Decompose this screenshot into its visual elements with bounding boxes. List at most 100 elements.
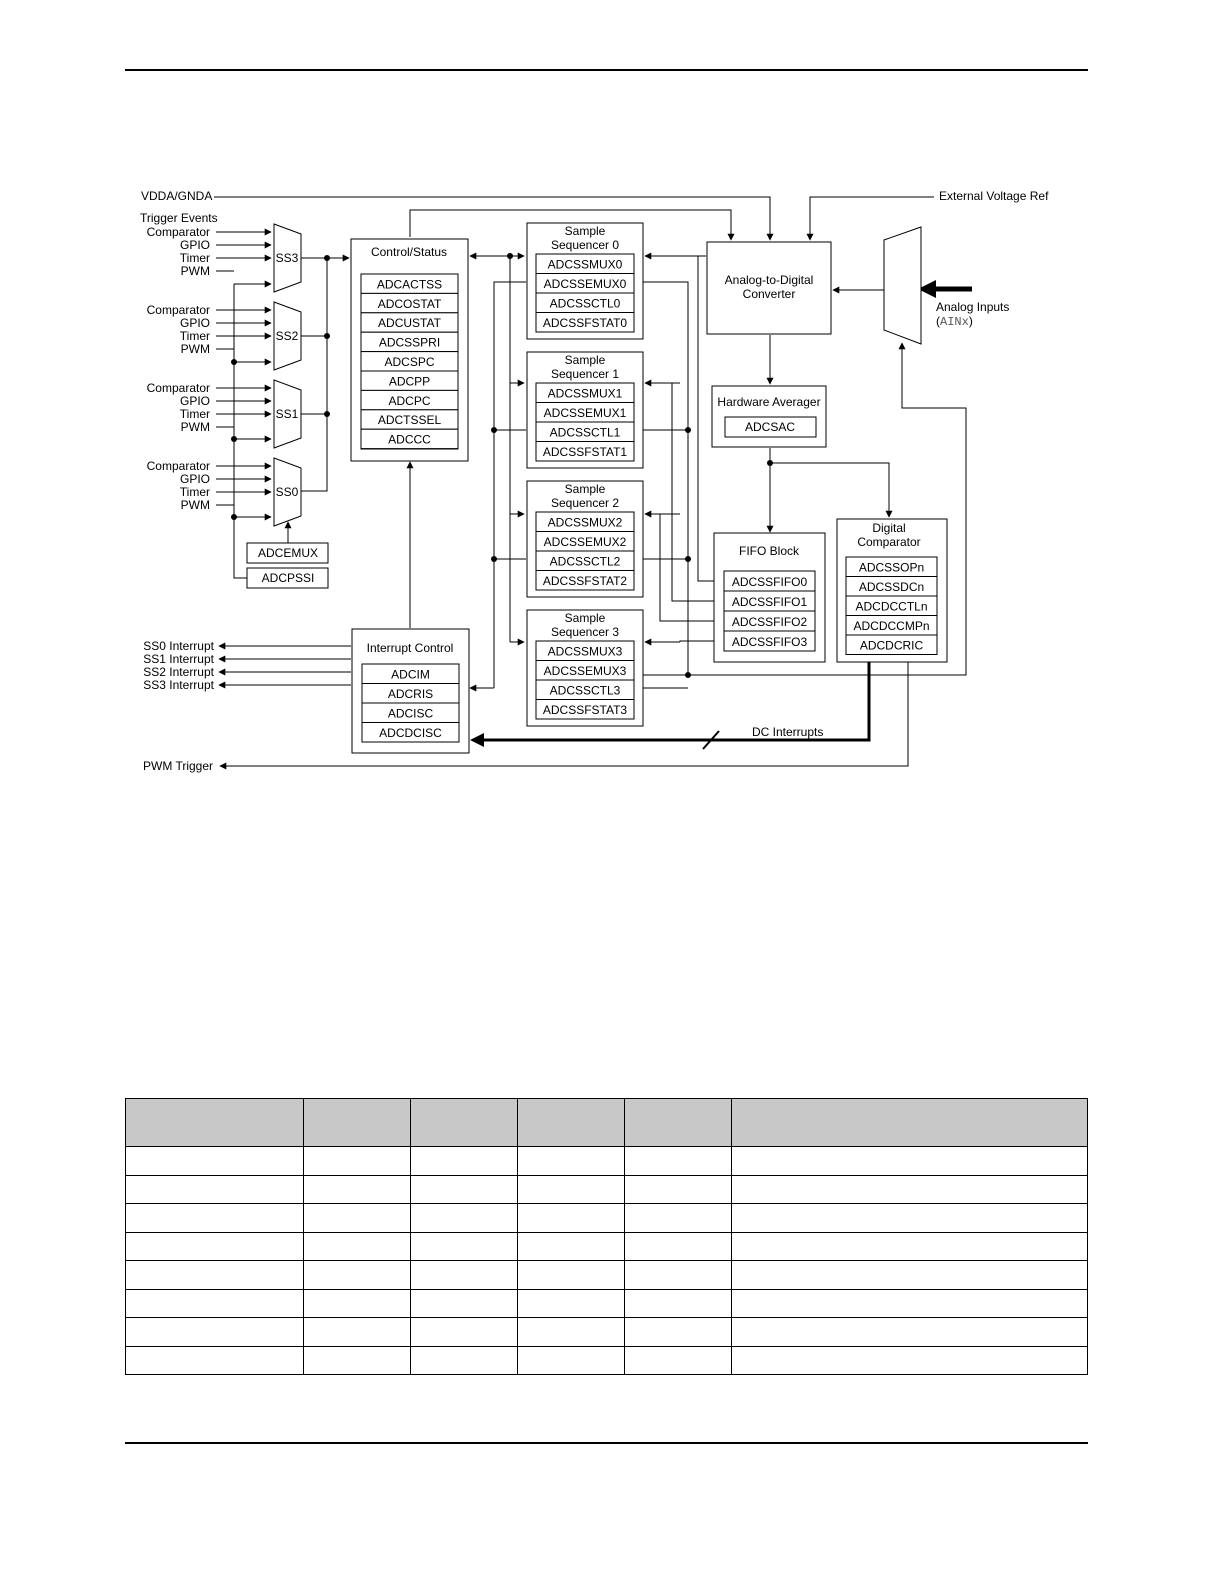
trigger-input-label: GPIO [180, 238, 210, 252]
reg-adcdcctln: ADCDCCTLn [855, 600, 927, 614]
reg-adcspc: ADCSPC [384, 355, 434, 369]
table-cell [125, 1203, 304, 1233]
reg-adcssopn: ADCSSOPn [859, 561, 924, 575]
reg-adctssel: ADCTSSEL [378, 413, 442, 427]
table-cell [624, 1174, 732, 1204]
sequencer-title-line1: Sample [565, 224, 606, 238]
table-row [125, 1203, 1088, 1233]
table-header-row [125, 1098, 1088, 1147]
trigger-input-label: Comparator [147, 381, 210, 395]
analog-input-mux [883, 226, 922, 345]
reg-adcdcric: ADCDCRIC [860, 639, 924, 653]
vdda-gnda-label: VDDA/GNDA [141, 189, 212, 203]
wires [214, 196, 967, 770]
table-cell [125, 1260, 304, 1290]
reg-adcssfstat1: ADCSSFSTAT1 [543, 445, 628, 459]
trigger-input-label: PWM [181, 420, 210, 434]
reg-adcssfstat0: ADCSSFSTAT0 [543, 316, 628, 330]
table-cell [125, 1317, 304, 1347]
table-header-cell [517, 1098, 625, 1147]
trigger-input-label: Timer [180, 485, 210, 499]
mux-label: SS3 [276, 251, 299, 265]
trigger-input-label: Timer [180, 251, 210, 265]
fifo-block: FIFO BlockADCSSFIFO0ADCSSFIFO1ADCSSFIFO2… [713, 532, 826, 663]
table-header-cell [624, 1098, 732, 1147]
reg-adcostat: ADCOSTAT [378, 297, 442, 311]
table-cell [303, 1260, 411, 1290]
trigger-input-label: PWM [181, 342, 210, 356]
table-cell [517, 1203, 625, 1233]
table-cell [624, 1288, 732, 1318]
reg-adcisc: ADCISC [388, 707, 434, 721]
comparator-reg-cell [845, 634, 938, 655]
mux-label: SS2 [276, 329, 299, 343]
reg-adcssemux2: ADCSSEMUX2 [544, 535, 627, 549]
pwm-trigger-label: PWM Trigger [143, 759, 213, 773]
table-cell [517, 1317, 625, 1347]
reg-adcssdcn: ADCSSDCn [859, 580, 924, 594]
reg-adcssmux1: ADCSSMUX1 [548, 387, 623, 401]
dc-interrupts-label: DC Interrupts [752, 725, 823, 739]
table-cell [624, 1146, 732, 1176]
reg-adcpc: ADCPC [388, 394, 430, 408]
table-cell [410, 1288, 518, 1318]
fifo-title: FIFO Block [739, 544, 800, 558]
sequencer-title-line2: Sequencer 1 [551, 367, 619, 381]
table-cell [303, 1174, 411, 1204]
table-cell [517, 1288, 625, 1318]
mux-registers: ADCEMUX ADCPSSI [246, 542, 329, 589]
table-cell [731, 1288, 1088, 1318]
reg-adcssctl0: ADCSSCTL0 [550, 297, 621, 311]
reg-adcssmux2: ADCSSMUX2 [548, 516, 623, 530]
control-status-title: Control/Status [371, 245, 447, 259]
table-cell [125, 1288, 304, 1318]
reg-adcssemux1: ADCSSEMUX1 [544, 406, 627, 420]
control-status-reg-cell [360, 428, 459, 450]
trigger-input-label: Comparator [147, 303, 210, 317]
table-row [125, 1231, 1088, 1261]
sequencer-reg-cell [535, 312, 635, 333]
sequencer-title-line2: Sequencer 3 [551, 625, 619, 639]
reg-adcdccmpn: ADCDCCMPn [853, 619, 929, 633]
reg-adcsspri: ADCSSPRI [379, 336, 440, 350]
table-cell [303, 1288, 411, 1318]
sequencer-title-line2: Sequencer 2 [551, 496, 619, 510]
table-cell [125, 1174, 304, 1204]
table-cell [517, 1174, 625, 1204]
adc-title-line2: Converter [743, 287, 796, 301]
interrupt-label-ss1: SS1 Interrupt [143, 652, 214, 666]
table-cell [303, 1345, 411, 1375]
table-cell [410, 1317, 518, 1347]
table-cell [410, 1260, 518, 1290]
trigger-input-label: GPIO [180, 394, 210, 408]
reg-adcactss: ADCACTSS [377, 277, 442, 291]
junction-dots [231, 253, 773, 678]
reg-adcpp: ADCPP [389, 374, 430, 388]
reg-adcssfstat2: ADCSSFSTAT2 [543, 574, 628, 588]
reg-adcssmux3: ADCSSMUX3 [548, 645, 623, 659]
table-header-cell [125, 1098, 304, 1147]
reg-adcssfifo3: ADCSSFIFO3 [732, 635, 808, 649]
comparator-title-line2: Comparator [857, 535, 920, 549]
control-status-block: Control/StatusADCACTSSADCOSTATADCUSTATAD… [350, 238, 469, 462]
reg-adcssfstat3: ADCSSFSTAT3 [543, 703, 628, 717]
table-cell [624, 1260, 732, 1290]
mux-label: SS0 [276, 485, 299, 499]
table-cell [731, 1174, 1088, 1204]
analog-inputs-arrow [918, 280, 972, 298]
analog-inputs-label: Analog Inputs [936, 300, 1009, 314]
table-cell [410, 1345, 518, 1375]
table-cell [624, 1317, 732, 1347]
table-cell [731, 1231, 1088, 1261]
reg-adcssemux0: ADCSSEMUX0 [544, 277, 627, 291]
table-cell [303, 1317, 411, 1347]
reg-adcssctl1: ADCSSCTL1 [550, 426, 621, 440]
sequencer-title-line2: Sequencer 0 [551, 238, 619, 252]
sequencer-reg-cell [535, 441, 635, 462]
reg-adcemux: ADCEMUX [258, 546, 318, 560]
reg-adccc: ADCCC [388, 433, 431, 447]
table-cell [517, 1345, 625, 1375]
